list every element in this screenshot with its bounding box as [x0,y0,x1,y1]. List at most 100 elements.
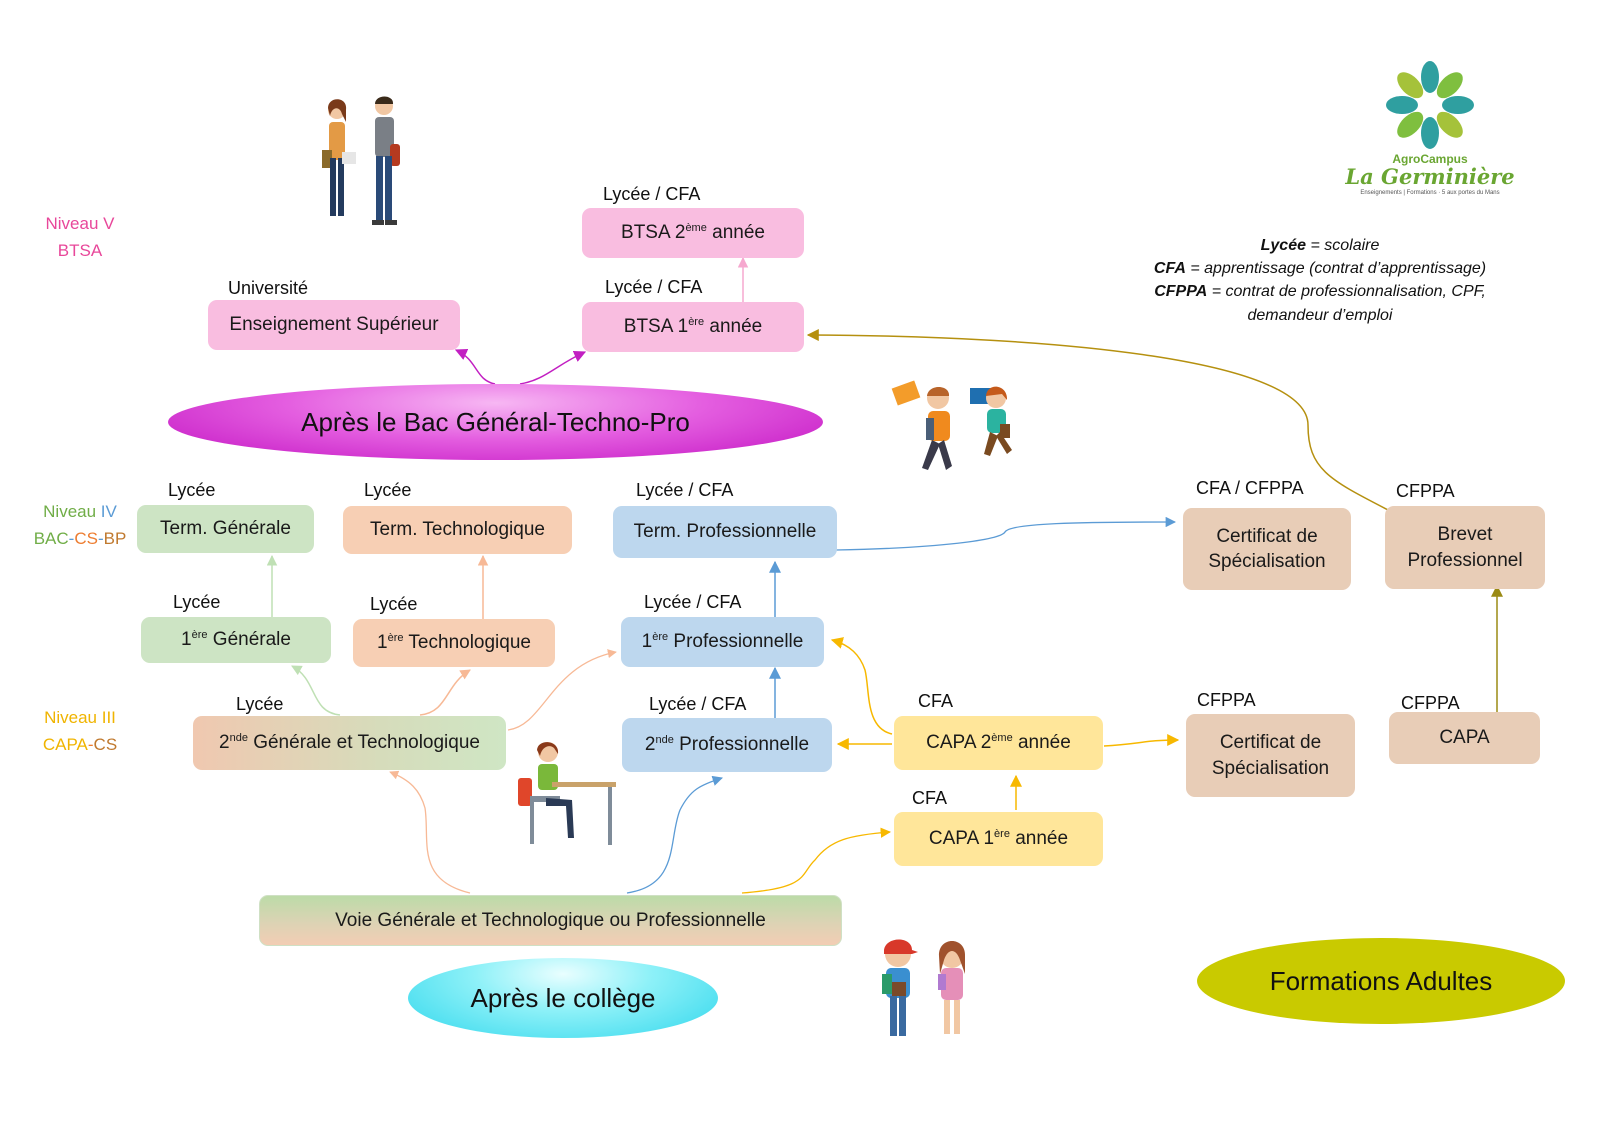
capa-adult-box: CAPA [1389,712,1540,764]
capa-adult-label: CAPA [1439,727,1490,749]
cs2-caption: CFPPA [1197,690,1256,710]
btsa2-label: BTSA 2ème année [621,222,765,244]
link-voie-secp [626,775,723,894]
voie-label: Voie Générale et Technologique ou Profes… [335,909,766,931]
link-bac-sup [454,349,496,385]
secgt-caption: Lycée [236,694,284,714]
bac-ellipse: Après le Bac Général-Techno-Pro [168,384,823,460]
level-iv-num: IV [100,502,117,521]
adultes-ellipse: Formations Adultes [1197,938,1565,1024]
schoolkids-icon [882,939,966,1036]
level-v-line1: Niveau V [45,214,115,233]
link-capa2-premp [830,637,893,735]
legend-line: CFA = apprentissage (contrat d’apprentis… [1120,257,1520,280]
termt-caption: Lycée [364,480,412,500]
legend: Lycée = scolaire CFA = apprentissage (co… [1120,234,1520,327]
logo: AgroCampus La Germinière Enseignements |… [1330,58,1530,198]
bac-ellipse-label: Après le Bac Général-Techno-Pro [301,406,690,437]
cs1-caption: CFA / CFPPA [1196,478,1304,498]
capa2-caption: CFA [918,691,954,711]
term-generale-box: Term. Générale [137,505,314,553]
premp-caption: Lycée / CFA [644,592,742,612]
termt-label: Term. Technologique [370,519,545,541]
legend-def: = contrat de professionnalisation, CPF, [1207,283,1486,301]
level-iii-capa: CAPA [42,735,88,755]
capa1-box: CAPA 1ère année [894,812,1103,866]
secgt-label: 2nde Générale et Technologique [219,732,480,754]
btsa2-box: BTSA 2ème année [582,208,804,258]
logo-tagline: Enseignements | Formations · 5 aux porte… [1360,190,1500,197]
link-secgt-premt [419,669,471,716]
seconde-gt-box: 2nde Générale et Technologique [193,716,506,770]
college-ellipse-label: Après le collège [470,982,656,1013]
premg-caption: Lycée [173,592,221,612]
term-professionnelle-box: Term. Professionnelle [613,506,837,558]
capa2-label: CAPA 2ème année [926,732,1071,754]
level-iv-cs: CS [74,529,98,549]
premt-caption: Lycée [370,594,418,614]
btsa2-caption: Lycée / CFA [603,184,701,204]
legend-def: = scolaire [1306,237,1380,254]
btsa1-caption: Lycée / CFA [605,277,703,297]
level-iii-line1: Niveau III [44,708,116,727]
legend-line: CFPPA = contrat de professionnalisation,… [1120,280,1520,303]
sup-label: Enseignement Supérieur [229,314,439,336]
termp-caption: Lycée / CFA [636,480,734,500]
level-iv-bp: BP [103,529,127,549]
capa-caption: CFPPA [1401,693,1460,713]
legend-def: demandeur d’emploi [1247,306,1393,324]
link-secgt-premg [291,665,341,716]
capa1-label: CAPA 1ère année [928,828,1069,850]
link-capa2-cs2 [1103,734,1180,747]
logo-line2: La Germinière [1345,164,1515,189]
premiere-generale-box: 1ère Générale [141,617,331,663]
level-iii-line2: CAPA-CS [42,735,118,755]
flower-logo-icon [1386,61,1474,149]
link-bp-btsa1 [806,329,1393,513]
link-secgt-premp [507,649,617,731]
seconde-professionnelle-box: 2nde Professionnelle [622,718,832,772]
enseignement-superieur-box: Enseignement Supérieur [208,300,460,350]
secp-caption: Lycée / CFA [649,694,747,714]
level-iii-label: Niveau III CAPA-CS [25,704,135,758]
termp-label: Term. Professionnelle [633,521,817,543]
secp-label: 2nde Professionnelle [644,734,810,756]
college-ellipse: Après le collège [408,958,718,1038]
adultes-ellipse-label: Formations Adultes [1269,965,1493,996]
capa1-caption: CFA [912,788,948,808]
link-voie-capa1 [741,827,892,894]
termg-caption: Lycée [168,480,216,500]
premiere-professionnelle-box: 1ère Professionnelle [621,617,824,667]
legend-line: demandeur d’emploi [1120,304,1520,327]
link-termp-cs1 [835,516,1177,551]
termg-label: Term. Générale [160,518,291,540]
students-pair-icon [322,96,400,225]
logo-line1: AgroCampus [1392,152,1468,166]
term-technologique-box: Term. Technologique [343,506,572,554]
legend-def: = apprentissage (contrat d’apprentissage… [1185,260,1487,278]
level-v-line2: BTSA [57,241,103,261]
premg-label: 1ère Générale [181,629,291,651]
jumping-students-icon [891,380,1012,470]
link-bac-btsa1 [519,350,587,385]
capa2-box: CAPA 2ème année [894,716,1103,770]
link-voie-secgt [389,770,471,894]
premp-label: 1ère Professionnelle [641,631,804,653]
bp-caption: CFPPA [1396,481,1455,501]
sup-caption: Université [228,278,309,298]
level-iv-label: Niveau IV BAC-CS-BP [25,498,135,552]
legend-term: CFPPA [1154,283,1208,301]
legend-term: CFA [1153,260,1186,278]
legend-line: Lycée = scolaire [1120,234,1520,257]
premiere-technologique-box: 1ère Technologique [353,619,555,667]
voie-box: Voie Générale et Technologique ou Profes… [259,895,842,946]
level-iv-line1: Niveau IV [25,498,135,525]
